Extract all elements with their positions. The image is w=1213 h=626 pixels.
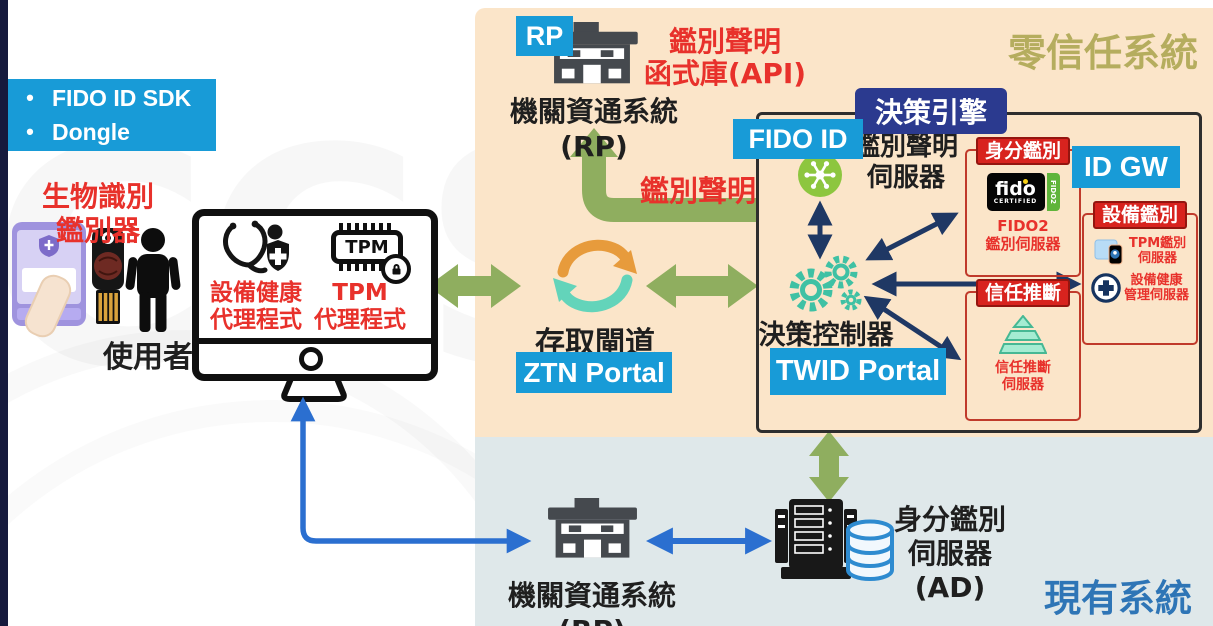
bullet-icon: • bbox=[26, 119, 34, 144]
biometric-authenticator-label: 生物識別 鑑別器 bbox=[41, 180, 154, 247]
rp-system-name-top: 機關資通系統(RP) bbox=[509, 95, 678, 163]
tpm-agent-label: TPM 代理程式 bbox=[314, 280, 406, 333]
phone-shield-icon bbox=[39, 235, 59, 257]
health-agent-label: 設備健康 代理程式 bbox=[210, 280, 302, 333]
decision-controller-icon bbox=[789, 255, 862, 312]
usb-dongle-icon bbox=[92, 228, 124, 324]
rp-system-name-bottom: 機關資通系統(RP) bbox=[507, 579, 676, 626]
assertion-server-icon bbox=[798, 153, 842, 197]
device-auth-box: 設備鑑別 TPM鑑別 伺服器 設備健康 管理伺服器 bbox=[1082, 201, 1198, 345]
ad-server-label: 身分鑑別 伺服器 (AD) bbox=[893, 503, 1006, 604]
access-gateway-icon bbox=[553, 239, 637, 313]
zero-trust-title: 零信任系統 bbox=[1007, 31, 1198, 75]
decision-engine-title: 決策引擎 bbox=[855, 88, 1007, 134]
user-person-icon bbox=[125, 228, 181, 332]
twid-portal-tag: TWID Portal bbox=[770, 348, 946, 395]
identity-auth-header: 身分鑑別 bbox=[975, 137, 1070, 165]
health-plus-icon bbox=[1091, 273, 1121, 303]
decision-controller-label: 決策控制器 bbox=[758, 320, 894, 351]
ztn-portal-tag: ZTN Portal bbox=[516, 352, 672, 393]
rp-tag: RP bbox=[516, 16, 573, 56]
sdk-item: • FIDO ID SDK bbox=[8, 81, 216, 115]
existing-system-title: 現有系統 bbox=[1044, 577, 1192, 620]
monitor-bezel bbox=[199, 338, 431, 344]
trust-pyramid-icon bbox=[999, 315, 1047, 354]
assertion-library-label: 鑑別聲明 函式庫(API) bbox=[643, 25, 807, 90]
trust-inference-box: 信任推斷 信任推斷 伺服器 bbox=[965, 279, 1081, 421]
monitor-power-button bbox=[299, 347, 323, 371]
bullet-icon: • bbox=[26, 85, 34, 110]
assertion-server-label: 鑑別聲明 伺服器 bbox=[853, 132, 958, 193]
fido2-server-label: FIDO2 鑑別伺服器 bbox=[985, 217, 1061, 253]
assertion-flow-label: 鑑別聲明 bbox=[639, 174, 756, 208]
lock-icon bbox=[392, 263, 400, 274]
sdk-callout-box: • FIDO ID SDK • Dongle bbox=[8, 79, 216, 151]
database-icon bbox=[846, 519, 894, 581]
trust-server-label: 信任推斷 伺服器 bbox=[995, 360, 1051, 393]
fido-id-tag: FIDO ID bbox=[733, 119, 863, 159]
device-health-icon bbox=[223, 220, 289, 274]
sdk-item: • Dongle bbox=[8, 115, 216, 149]
tpm-auth-server-row: TPM鑑別 伺服器 bbox=[1094, 236, 1186, 266]
left-edge-bar bbox=[0, 0, 8, 626]
trust-inference-header: 信任推斷 bbox=[975, 279, 1070, 307]
fido2-strip: FIDO2 bbox=[1046, 173, 1060, 211]
pc-monitor: TPM 設備健康 代理程式 TPM 代理程式 bbox=[192, 209, 438, 381]
id-gw-tag: ID GW bbox=[1072, 146, 1180, 188]
fido-certified-logo: fido CERTIFIED FIDO2 bbox=[986, 173, 1060, 211]
device-auth-header: 設備鑑別 bbox=[1092, 201, 1187, 229]
phone-icon bbox=[12, 222, 86, 342]
rp-building-icon-bottom bbox=[548, 498, 637, 558]
user-label: 使用者 bbox=[103, 340, 193, 375]
fido-logo-dot bbox=[1022, 179, 1028, 184]
devices-icon bbox=[1094, 239, 1123, 265]
device-health-server-row: 設備健康 管理伺服器 bbox=[1091, 273, 1189, 303]
identity-auth-box: 身分鑑別 fido CERTIFIED FIDO2 FIDO2 鑑別伺服器 bbox=[965, 137, 1081, 277]
